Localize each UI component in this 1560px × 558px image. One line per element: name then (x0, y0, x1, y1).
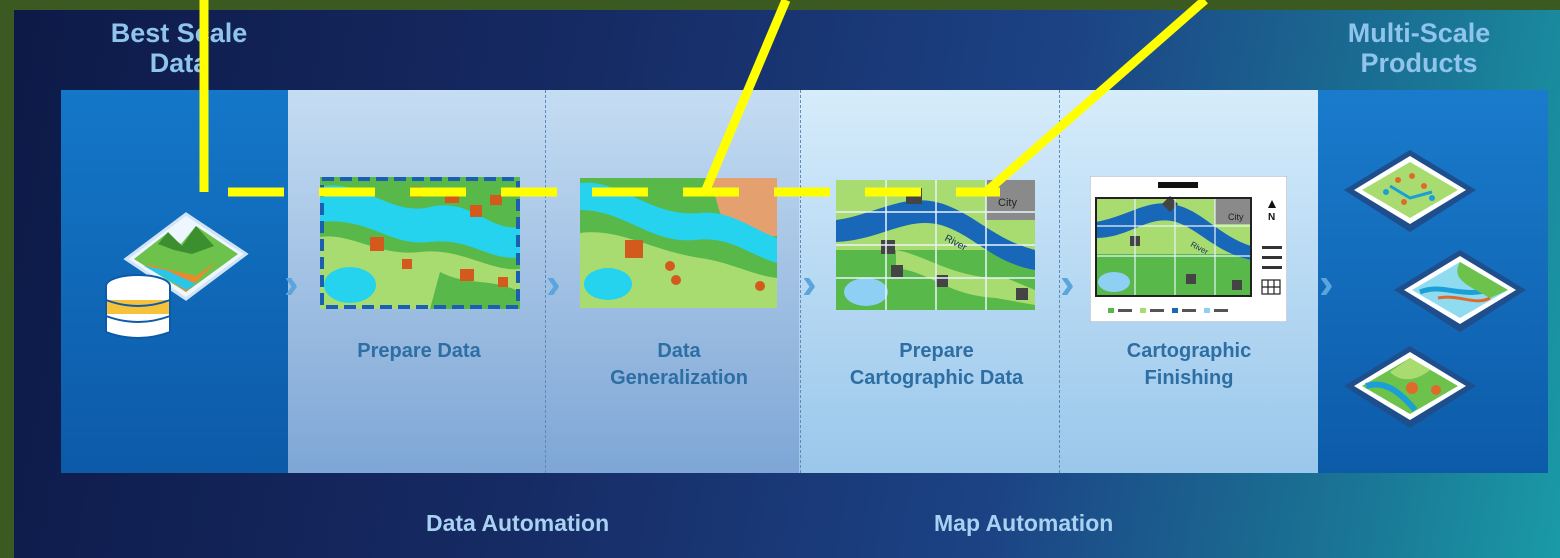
step-label-line2: Finishing (1144, 367, 1234, 389)
step-label-line1: Data (657, 340, 701, 362)
step-label-line2: Generalization (610, 367, 748, 389)
step-label-prepare-cartographic-data: Prepare Cartographic Data (819, 338, 1054, 392)
north-arrow-icon: N (1268, 200, 1276, 223)
chevron-right-icon: › (284, 259, 299, 308)
footer-data-automation: Data Automation (426, 510, 610, 536)
source-header-line1: Best Scale (110, 18, 248, 48)
chevron-right-icon: › (1319, 259, 1334, 308)
grid-icon (1261, 279, 1281, 295)
products-header-line2: Products (1360, 48, 1478, 78)
annotation-line (700, 0, 791, 194)
legend (1108, 308, 1228, 313)
step-label-data-generalization: Data Generalization (569, 338, 789, 392)
city-label: City (1228, 212, 1244, 222)
map-tile-icon (1394, 250, 1526, 332)
source-header-line2: Data (149, 48, 209, 78)
database-icon (105, 212, 249, 339)
north-label: N (1268, 212, 1275, 223)
map-tile-icon (1344, 346, 1476, 428)
generalization-map (580, 178, 777, 308)
chevron-right-icon: › (546, 259, 561, 308)
source-header: Best Scale Data (84, 18, 274, 78)
step-separator (545, 90, 546, 473)
cartographic-finishing-map: City River N (1090, 176, 1287, 322)
products-header: Multi-Scale Products (1314, 18, 1524, 78)
step-label-prepare-data: Prepare Data (357, 340, 481, 362)
step-label-line1: Prepare (899, 340, 974, 362)
map-tile-icon (1344, 150, 1476, 232)
step-separator (1059, 90, 1060, 473)
chevron-right-icon: › (802, 259, 817, 308)
city-label: City (998, 197, 1017, 209)
step-label-line2: Cartographic Data (849, 367, 1024, 389)
process-diagram: Best Scale Data Multi-Scale Products › ›… (14, 10, 1560, 558)
step-label-cartographic-finishing: Cartographic Finishing (1079, 338, 1299, 392)
step-label-line1: Cartographic (1126, 340, 1252, 362)
step-separator (800, 90, 801, 473)
cartographic-data-map: City River (836, 180, 1035, 310)
annotation-line (983, 0, 1208, 196)
footer-map-automation: Map Automation (934, 510, 1114, 536)
chevron-right-icon: › (1060, 259, 1075, 308)
prepare-data-map (320, 177, 520, 309)
products-header-line1: Multi-Scale (1347, 18, 1491, 48)
